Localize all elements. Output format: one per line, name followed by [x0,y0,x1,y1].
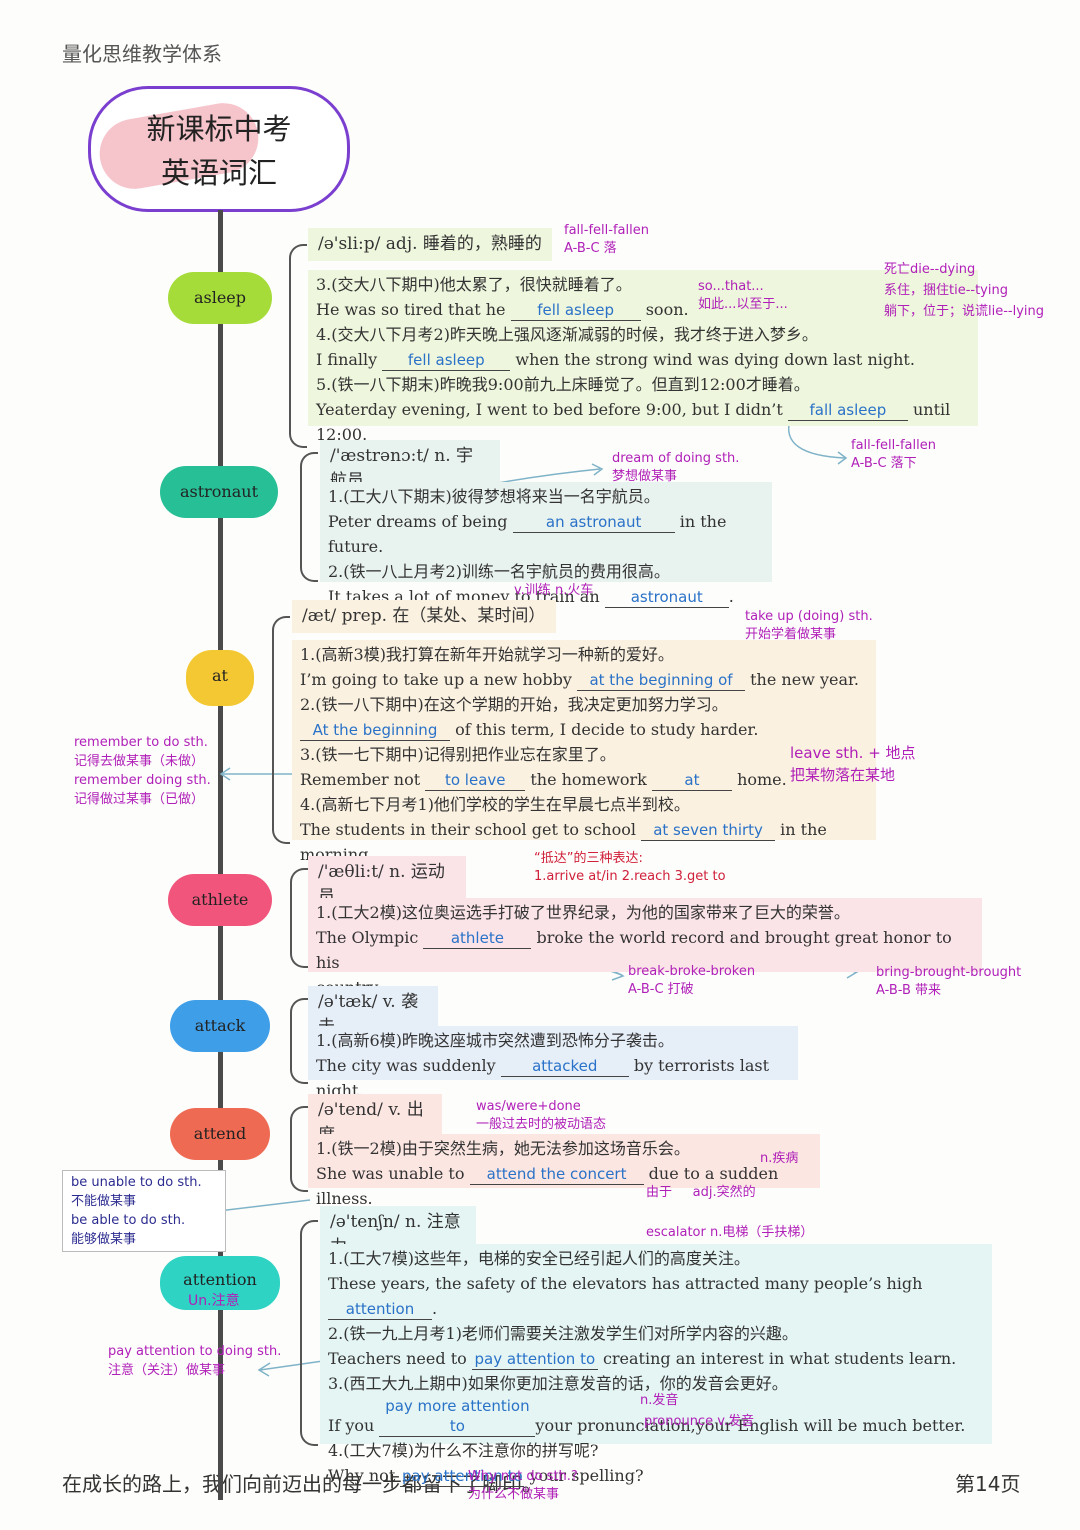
examples-astronaut: 1.(工大八下期末)彼得梦想将来当一名宇航员。 Peter dreams of … [320,482,772,608]
answer-blank: to leave [425,770,526,791]
note-so-that: so...that... 如此...以至于... [698,279,788,312]
answer-blank: attend the concert [469,1164,644,1185]
brace-at [272,616,290,844]
examples-at: 1.(高新3模)我打算在新年开始就学习一种新的爱好。 I’m going to … [292,640,876,864]
answer-blank: fall asleep [787,400,908,421]
mindmap-spine [218,210,223,1500]
note-uncountable: Un.注意 [188,1293,240,1309]
brace-attention [300,1220,318,1446]
sentence-cn: 5.(铁一八下期末)昨晚我9:00前九上床睡觉了。但直到12:00才睡着。 [316,375,810,394]
note-ing-forms: 死亡die--dying 系住，捆住tie--tying 躺下，位于；说谎lie… [884,262,1045,319]
node-attack: attack [170,1000,270,1052]
sentence-en: Peter dreams of being an astronaut in th… [328,512,727,556]
node-at: at [186,650,254,706]
sentence-en: Why not pay attention to your spelling? [328,1466,644,1487]
sentence-en: The Olympic athlete broke the world reco… [316,928,952,972]
examples-attend: 1.(铁一2模)由于突然生病，她无法参加这场音乐会。 She was unabl… [308,1134,820,1208]
answer-blank: at seven thirty [641,820,776,841]
note-unable: be unable to do sth. 不能做某事 be able to do… [62,1170,226,1252]
brace-attack [290,998,308,1084]
answer-blank: an astronaut [512,512,675,533]
brace-attend [290,1106,308,1192]
footer-slogan: 在成长的路上，我们向前迈出的每一步都留下了脚印。 [62,1472,542,1496]
node-attention: attention Un.注意 [160,1256,280,1310]
node-astronaut: astronaut [160,466,278,518]
sentence-cn: 3.(西工大九上期中)如果你更加注意发音的话，你的发音会更好。 [328,1374,788,1393]
answer-blank: attacked [500,1056,629,1077]
sentence-cn: 1.(工大八下期末)彼得梦想将来当一名宇航员。 [328,487,660,506]
sentence-en: Remember not to leave the homework at ho… [300,770,787,791]
page-number: 第14页 [955,1472,1021,1496]
note-fall-2: fall-fell-fallen A-B-C 落下 [851,438,936,471]
sentence-cn: 2.(铁一八下期中)在这个学期的开始，我决定更加努力学习。 [300,695,728,714]
answer-blank: pay attention to [400,1467,525,1487]
note-escalator: escalator n.电梯（手扶梯） [646,1225,814,1240]
sentence-en: He was so tired that he fell asleep soon… [316,300,689,321]
sentence-cn: 4.(交大八下月考2)昨天晚上强风逐渐减弱的时候，我才终于进入梦乡。 [316,325,818,344]
answer-blank: at the beginning of [577,670,746,691]
sentence-en: The students in their school get to scho… [300,820,827,864]
note-why-not: Why not do sth.? 为什么不做某事 [468,1469,578,1502]
sentence-cn: 1.(铁一2模)由于突然生病，她无法参加这场音乐会。 [316,1139,690,1158]
note-pronunciation: n.发音 [640,1393,679,1408]
note-arrive: “抵达”的三种表达: 1.arrive at/in 2.reach 3.get … [534,851,726,884]
answer-blank: fell asleep [510,300,641,321]
sentence-cn: 4.(高新七下月考1)他们学校的学生在早晨七点半到校。 [300,795,690,814]
sentence-cn: 3.(铁一七下期中)记得别把作业忘在家里了。 [300,745,616,764]
node-attend: attend [170,1108,270,1160]
title-line2: 英语词汇 [160,156,277,190]
note-illness: n.疾病 [760,1151,799,1166]
note-break: break-broke-broken A-B-C 打破 [628,964,756,997]
sentence-cn: 2.(铁一九上月考1)老师们需要关注激发学生们对所学内容的兴趣。 [328,1324,798,1343]
answer-blank: at [651,770,732,791]
note-leave: leave sth. + 地点 把某物落在某地 [790,744,916,784]
brace-athlete [290,868,308,968]
examples-athlete: 1.(工大2模)这位奥运选手打破了世界纪录，为他的国家带来了巨大的荣誉。 The… [308,898,982,997]
sentence-cn: 1.(高新3模)我打算在新年开始就学习一种新的爱好。 [300,645,674,664]
sentence-en: I finally fell asleep when the strong wi… [316,350,915,371]
sentence-en: These years, the safety of the elevators… [328,1274,923,1320]
sentence-cn: 3.(交大八下期中)他太累了，很快就睡着了。 [316,275,632,294]
sentence-en: At the beginning of this term, I decide … [300,717,868,742]
answer-blank: athlete [423,928,532,949]
note-fall: fall-fell-fallen A-B-C 落 [564,223,649,256]
answer-blank: At the beginning [300,720,450,741]
header-text: 量化思维教学体系 [62,42,222,66]
note-dream-of: dream of doing sth. 梦想做某事 [612,451,740,484]
sentence-en: Yeaterday evening, I went to bed before … [316,400,951,444]
node-attention-label: attention [183,1270,257,1289]
examples-attack: 1.(高新6模)昨晚这座城市突然遭到恐怖分子袭击。 The city was s… [308,1026,798,1100]
answer-blank: pay more attention to [379,1396,536,1437]
sentence-cn: 1.(工大2模)这位奥运选手打破了世界纪录，为他的国家带来了巨大的荣誉。 [316,903,850,922]
sentence-cn: 1.(高新6模)昨晚这座城市突然遭到恐怖分子袭击。 [316,1031,674,1050]
sentence-cn: 1.(工大7模)这些年，电梯的安全已经引起人们的高度关注。 [328,1249,750,1268]
sentence-en: She was unable to attend the concert due… [316,1164,779,1208]
note-passive: was/were+done 一般过去时的被动语态 [476,1099,607,1132]
node-athlete: athlete [168,874,272,926]
sentence-en: I’m going to take up a new hobby at the … [300,670,859,691]
examples-attention: 1.(工大7模)这些年，电梯的安全已经引起人们的高度关注。 These year… [320,1244,992,1487]
answer-blank: fell asleep [382,350,511,371]
phonetic-at: /æt/ prep. 在（某处、某时间） [292,600,556,633]
note-pay-attention: pay attention to doing sth. 注意（关注）做某事 [108,1344,282,1378]
note-train: v.训练 n.火车 [514,583,594,598]
note-pronounce: pronounce v.发音 [644,1414,755,1429]
title-line1: 新课标中考 [146,112,292,146]
answer-blank: attention [328,1299,432,1320]
sentence-cn: 2.(铁一八上月考2)训练一名宇航员的费用很高。 [328,562,670,581]
sentence-en: Teachers need to pay attention to creati… [328,1349,957,1370]
sentence-cn: 4.(工大7模)为什么不注意你的拼写呢? [328,1441,599,1460]
answer-blank: pay attention to [471,1349,598,1370]
answer-blank: astronaut [604,587,729,608]
node-asleep: asleep [168,272,272,324]
note-take-up: take up (doing) sth. 开始学着做某事 [745,609,873,642]
brace-asleep [289,244,307,448]
note-remember: remember to do sth. 记得去做某事（未做） remember … [74,735,211,807]
note-bring: bring-brought-brought A-B-B 带来 [876,965,1022,998]
note-due-to: 由于 adj.突然的 [646,1185,756,1200]
brace-astronaut [300,452,318,582]
phonetic-asleep: /ə'sli:p/ adj. 睡着的，熟睡的 [308,228,552,261]
examples-asleep: 3.(交大八下期中)他太累了，很快就睡着了。 He was so tired t… [308,270,978,444]
